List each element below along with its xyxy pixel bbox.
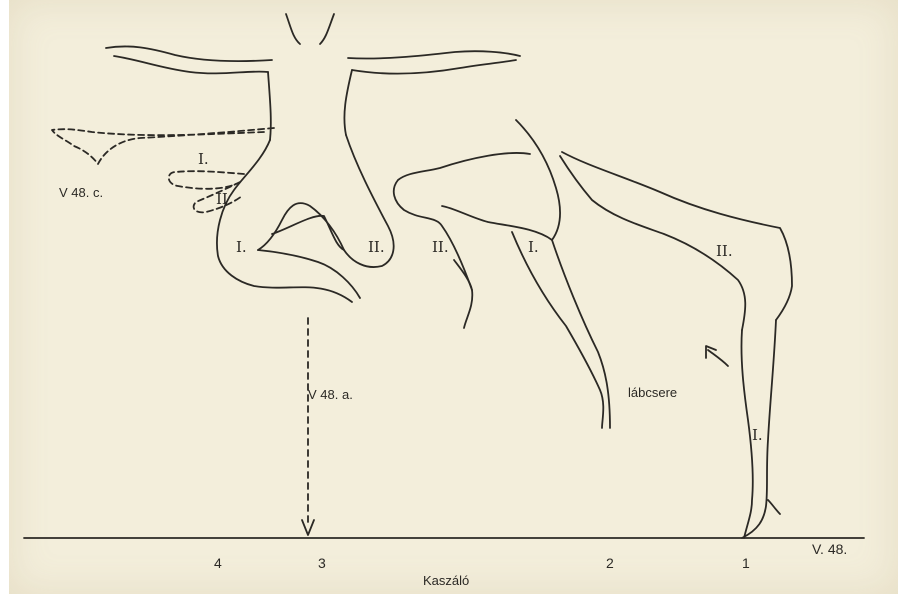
position-number: 4 xyxy=(214,556,222,570)
leg-label-dashed-lower: II xyxy=(216,192,228,207)
figure-2-leg-change xyxy=(394,120,610,428)
leg-label-fig3-right: II. xyxy=(368,240,385,255)
leg-label-fig1-support: I. xyxy=(752,428,763,443)
leg-label-fig2-back: II. xyxy=(432,240,449,255)
position-number: 3 xyxy=(318,556,326,570)
leg-label-dashed-upper: I. xyxy=(198,152,209,167)
v48-label: V. 48. xyxy=(812,542,847,556)
position-number: 2 xyxy=(606,556,614,570)
leg-label-fig1-raised: II. xyxy=(716,244,733,259)
labcsere-label: lábcsere xyxy=(628,386,677,399)
footer-label: Kaszáló xyxy=(423,574,469,587)
position-number: 1 xyxy=(742,556,750,570)
figure-3-jumper xyxy=(106,14,520,302)
leg-label-fig3-left: I. xyxy=(236,240,247,255)
curved-arrow xyxy=(708,350,728,366)
leg-label-fig2-front: I. xyxy=(528,240,539,255)
v48a-label: V 48. a. xyxy=(308,388,353,401)
v48c-label: V 48. c. xyxy=(59,186,103,199)
